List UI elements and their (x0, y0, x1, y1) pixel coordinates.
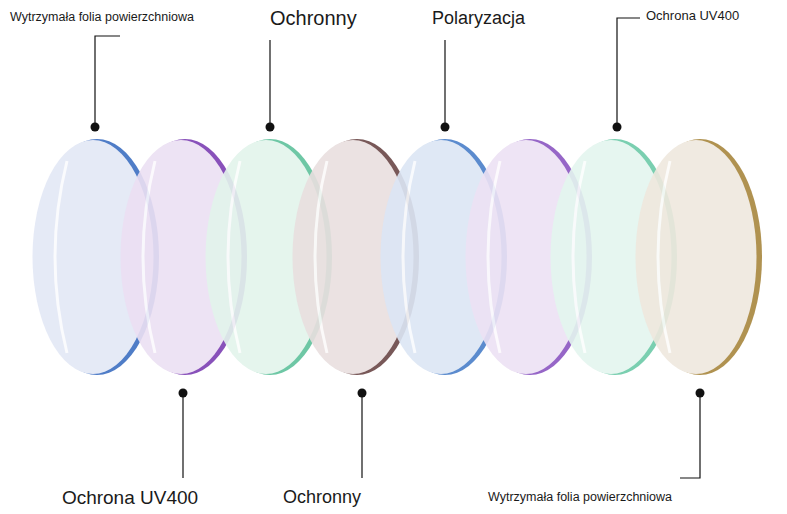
leader-line (269, 40, 270, 127)
lens-highlight (573, 161, 585, 353)
callout-dot (179, 389, 188, 398)
lens-disc (636, 139, 763, 375)
callout-label: Ochronny (270, 7, 357, 30)
leader-line (361, 393, 362, 478)
callout-dot (358, 389, 367, 398)
lens-highlight (55, 161, 67, 353)
callout-dot (441, 123, 450, 132)
lens-highlight (403, 161, 415, 353)
callout-label: Wytrzymała folia powierzchniowa (10, 10, 194, 24)
leader-line (617, 18, 640, 127)
callout-dot (266, 123, 275, 132)
lens-body (636, 140, 757, 374)
callout-label: Ochrona UV400 (646, 9, 739, 24)
leader-line (182, 393, 183, 478)
leader-line (95, 36, 120, 127)
callout-label: Ochronny (283, 487, 361, 508)
lens-highlight (488, 161, 500, 353)
lens-highlight (658, 161, 670, 353)
callout-dot (91, 123, 100, 132)
callout-dot (696, 389, 705, 398)
leader-line (680, 393, 700, 478)
leader-line (444, 40, 445, 127)
lens-highlight (315, 161, 327, 353)
callout-label: Ochrona UV400 (62, 487, 198, 509)
callout-dot (613, 123, 622, 132)
lens-highlight (228, 161, 240, 353)
lens-highlight (143, 161, 155, 353)
callout-label: Polaryzacja (432, 8, 525, 29)
callout-label: Wytrzymała folia powierzchniowa (488, 490, 672, 504)
